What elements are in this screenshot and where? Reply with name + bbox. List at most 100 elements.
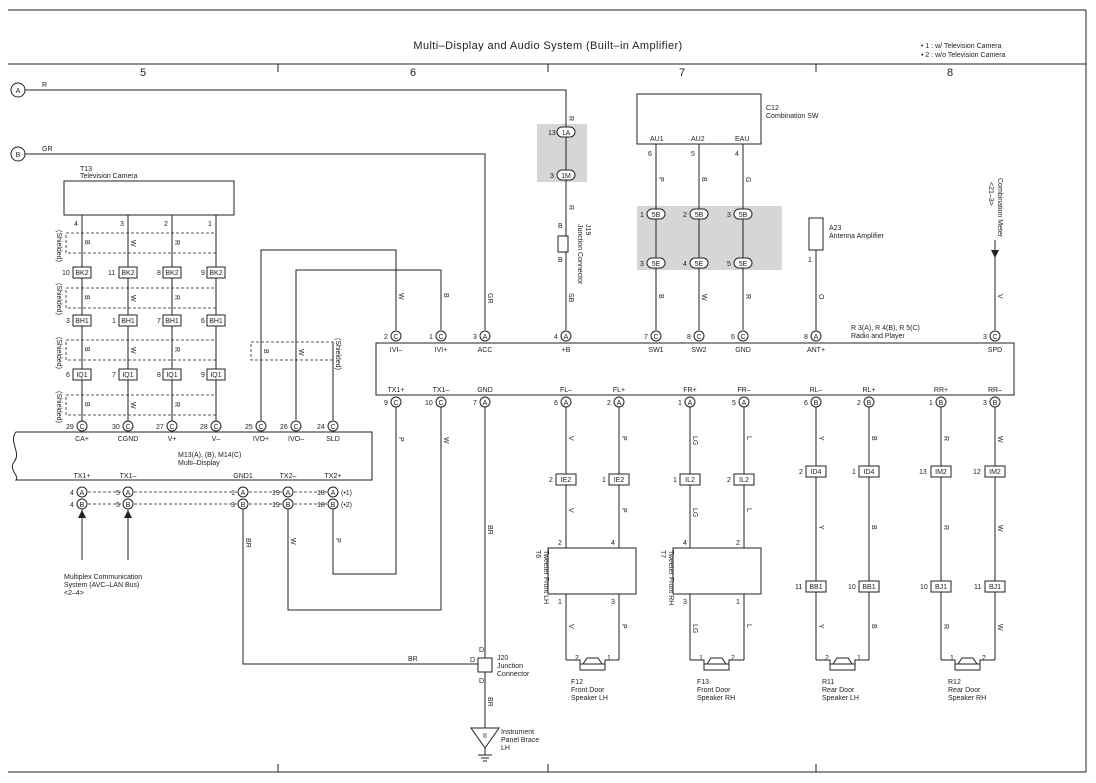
svg-text:B: B [558, 223, 563, 230]
svg-text:1: 1 [852, 469, 856, 476]
svg-text:RR+: RR+ [934, 387, 948, 394]
svg-text:TX2+: TX2+ [325, 473, 342, 480]
svg-text:2: 2 [982, 655, 986, 662]
svg-text:C: C [213, 424, 218, 431]
svg-text:Speaker LH: Speaker LH [571, 695, 608, 702]
svg-text:1M: 1M [561, 173, 571, 180]
svg-text:C: C [169, 424, 174, 431]
svg-text:C: C [653, 334, 658, 341]
svg-text:30: 30 [112, 424, 120, 431]
svg-text:Antenna Amplifier: Antenna Amplifier [829, 233, 885, 240]
svg-text:1A: 1A [562, 130, 571, 137]
svg-text:FR+: FR+ [683, 387, 696, 394]
svg-text:1: 1 [640, 212, 644, 219]
svg-text:19: 19 [272, 502, 280, 509]
svg-text:A: A [688, 400, 693, 407]
svg-text:5E: 5E [739, 261, 748, 268]
svg-text:C: C [438, 334, 443, 341]
svg-text:V: V [567, 624, 574, 629]
svg-text:GR: GR [42, 146, 53, 153]
svg-text:II: II [483, 733, 487, 740]
multiplex-label: Multiplex Communication [64, 574, 142, 581]
svg-text:FL+: FL+ [613, 387, 625, 394]
svg-text:T6: T6 [534, 550, 541, 558]
radio-bottom-pins: TX1+ TX1– GND FL– FL+ FR+ FR– RL– RL+ RR… [384, 387, 1002, 408]
svg-text:IVO+: IVO+ [253, 436, 269, 443]
svg-text:R 3(A), R 4(B), R 5(C): R 3(A), R 4(B), R 5(C) [851, 325, 920, 332]
svg-text:R: R [744, 294, 751, 299]
svg-text:GND: GND [477, 387, 493, 394]
svg-text:7: 7 [112, 372, 116, 379]
svg-text:3: 3 [983, 334, 987, 341]
svg-text:D: D [479, 678, 484, 685]
svg-text:W: W [442, 437, 449, 444]
svg-text:10: 10 [848, 584, 856, 591]
svg-text:4: 4 [611, 540, 615, 547]
svg-text:6: 6 [66, 372, 70, 379]
svg-text:B: B [83, 240, 90, 245]
svg-text:6: 6 [648, 151, 652, 158]
svg-text:GND1: GND1 [233, 473, 253, 480]
ref-a: A [10, 82, 26, 98]
television-camera-t13 [63, 180, 235, 216]
svg-text:2: 2 [558, 540, 562, 547]
svg-text:8: 8 [804, 334, 808, 341]
svg-text:C: C [125, 424, 130, 431]
svg-text:R11: R11 [822, 679, 834, 686]
svg-text:B: B [126, 502, 131, 509]
svg-text:13: 13 [548, 130, 556, 137]
svg-text:5E: 5E [652, 261, 661, 268]
svg-text:4: 4 [683, 540, 687, 547]
svg-text:V+: V+ [168, 436, 177, 443]
tweeter-front-rh-t7 [672, 547, 762, 595]
svg-text:R: R [42, 82, 47, 89]
svg-text:GR: GR [486, 293, 493, 304]
svg-text:1: 1 [607, 655, 611, 662]
svg-text:LH: LH [501, 745, 510, 752]
svg-text:(•1): (•1) [341, 490, 352, 497]
svg-text:System (AVC–LAN Bus): System (AVC–LAN Bus) [64, 582, 139, 589]
svg-text:LG: LG [691, 436, 698, 445]
svg-text:2: 2 [575, 655, 579, 662]
svg-text:P: P [620, 436, 627, 441]
svg-text:J20: J20 [497, 655, 508, 662]
camera-wires: 4 3 2 1 [74, 215, 217, 422]
svg-text:28: 28 [200, 424, 208, 431]
svg-text:A23: A23 [829, 225, 842, 232]
svg-text:1: 1 [736, 599, 740, 606]
radio-top-pins: C2 C1 A3 A4 C7 C8 C6 A8 C3 IVI– IVI+ ACC… [384, 330, 1002, 354]
svg-text:IQ1: IQ1 [210, 372, 221, 379]
svg-text:Connector: Connector [497, 671, 530, 678]
svg-text:5E: 5E [695, 261, 704, 268]
svg-text:5B: 5B [652, 212, 661, 219]
junction-j19 [557, 235, 569, 253]
svg-text:2: 2 [164, 221, 168, 228]
svg-text:R: R [942, 624, 949, 629]
column-8: 8 [947, 67, 953, 79]
svg-text:B: B [80, 502, 85, 509]
svg-text:SB: SB [567, 293, 574, 303]
radio-and-player-r3 [375, 342, 1015, 396]
multi-display-m13 [11, 431, 373, 481]
svg-text:(•2): (•2) [341, 502, 352, 509]
svg-text:BK2: BK2 [209, 270, 222, 277]
svg-text:W: W [700, 294, 707, 301]
svg-text:R: R [173, 295, 180, 300]
svg-text:L: L [745, 624, 752, 628]
svg-text:TX1–: TX1– [433, 387, 450, 394]
svg-text:8: 8 [157, 270, 161, 277]
svg-text:Combination SW: Combination SW [766, 113, 819, 120]
svg-text:BK2: BK2 [165, 270, 178, 277]
svg-text:B: B [657, 294, 664, 299]
svg-text:G: G [744, 177, 751, 182]
svg-text:BR: BR [486, 525, 493, 535]
svg-text:2: 2 [549, 477, 553, 484]
svg-text:BJ1: BJ1 [935, 584, 947, 591]
svg-text:C12: C12 [766, 105, 779, 112]
svg-text:BK2: BK2 [75, 270, 88, 277]
svg-text:Television Camera: Television Camera [80, 173, 138, 180]
svg-text:A: A [564, 400, 569, 407]
